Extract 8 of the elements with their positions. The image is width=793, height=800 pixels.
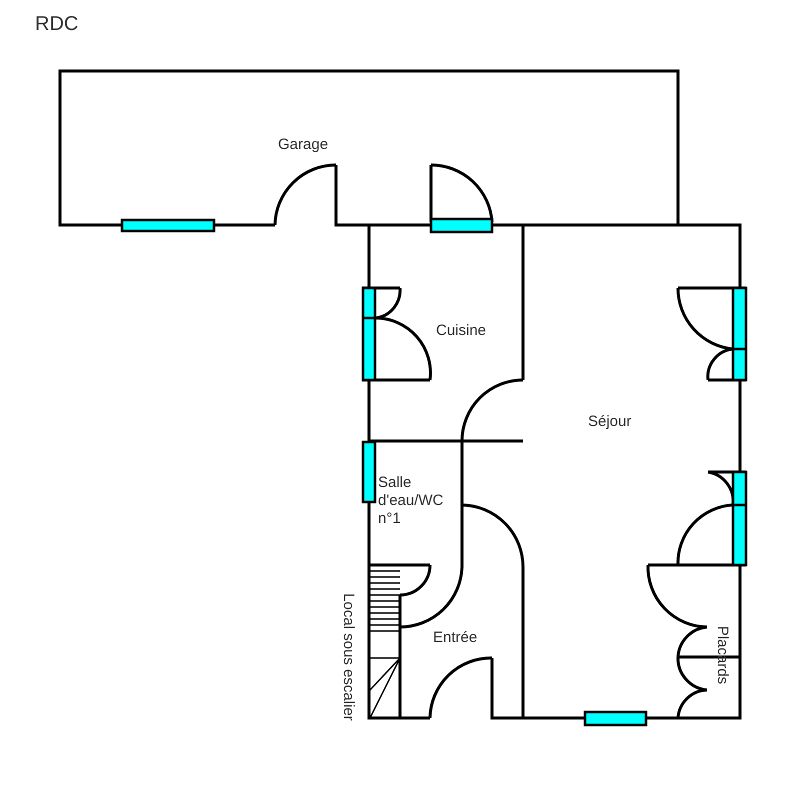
room-label: Entrée: [433, 629, 478, 647]
room-label: Cuisine: [436, 322, 486, 340]
room-label: Salle d'eau/WC n°1: [378, 474, 444, 528]
room-label: Local sous escalier: [338, 593, 357, 721]
room-label: Séjour: [588, 413, 632, 431]
plan-title: RDC: [35, 12, 78, 36]
room-label: Placards: [713, 626, 732, 684]
room-label: Garage: [278, 136, 328, 154]
